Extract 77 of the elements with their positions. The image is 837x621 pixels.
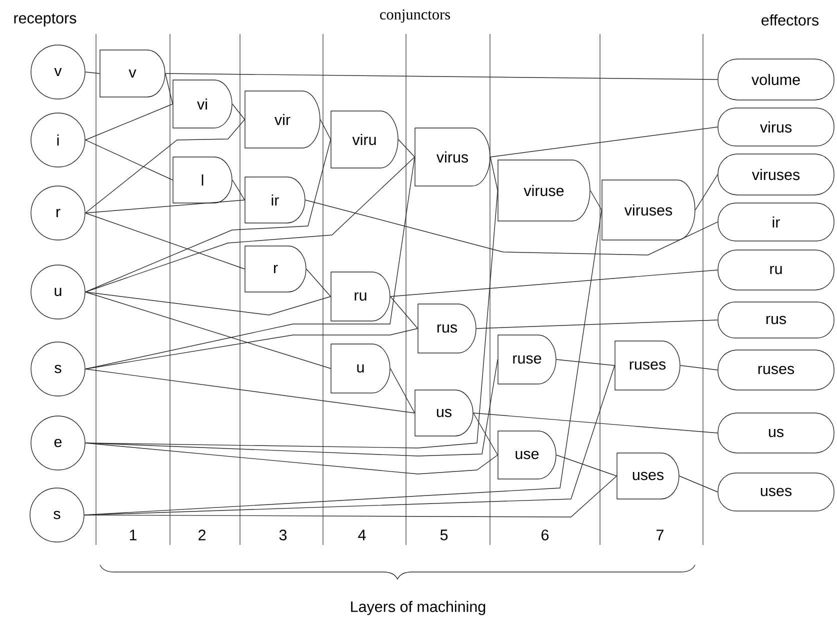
and-gate: ir	[244, 176, 306, 224]
layer-number: 2	[198, 530, 206, 540]
connector-line	[85, 328, 418, 370]
connector-line	[590, 190, 602, 210]
connector-line	[232, 180, 245, 200]
effector-box: ru	[718, 250, 834, 290]
and-gate: viru	[330, 110, 398, 168]
connector-line	[85, 119, 245, 214]
and-gate: ruses	[614, 340, 680, 390]
connector-line	[695, 174, 718, 210]
connector-line	[490, 126, 718, 158]
axis-title: Layers of machining	[351, 600, 486, 616]
layer-number: 1	[130, 530, 136, 540]
effector-box: ir	[718, 202, 834, 242]
effector-box: volume	[718, 58, 834, 100]
and-gate: viruses	[602, 180, 696, 240]
connector-line	[476, 320, 718, 329]
and-gate: v	[100, 50, 166, 98]
connector-line	[85, 368, 415, 414]
layer-number: 3	[279, 530, 287, 540]
connector-line	[390, 270, 718, 297]
heading: receptors	[14, 14, 76, 26]
connector-line	[490, 156, 498, 191]
effector-box: rus	[718, 302, 834, 338]
and-gate: virus	[414, 128, 490, 186]
and-gate: ruse	[498, 334, 556, 384]
connector-line	[85, 190, 498, 448]
and-gate: viruse	[498, 160, 590, 222]
connector-line	[390, 368, 415, 414]
connector-line	[679, 476, 718, 492]
connector-line	[85, 104, 173, 140]
connector-line	[165, 73, 718, 80]
connector-line	[85, 156, 415, 292]
layer-number: 7	[656, 530, 664, 540]
effector-box: us	[718, 412, 834, 454]
connector-line	[85, 72, 100, 74]
and-gate: r	[244, 246, 306, 292]
and-gate: rus	[418, 304, 476, 354]
connector-line	[306, 268, 331, 297]
layer-number: 5	[440, 530, 448, 540]
and-gate: use	[498, 430, 556, 480]
connector-line	[320, 119, 331, 140]
connector-line	[85, 292, 331, 369]
connector-line	[165, 73, 173, 104]
and-gate: vir	[244, 90, 320, 148]
connector-line	[85, 156, 415, 370]
and-gate: uses	[616, 452, 680, 500]
connector-line	[85, 359, 498, 456]
connector-line	[390, 296, 418, 329]
and-gate: vi	[172, 80, 232, 128]
effector-box: virus	[718, 108, 834, 146]
heading: conjunctors	[380, 9, 450, 23]
connector-line	[85, 139, 331, 292]
and-gate: ru	[330, 272, 390, 322]
connector-line	[85, 212, 245, 270]
connector-line	[85, 442, 498, 474]
connector-line	[398, 139, 415, 158]
connector-line	[556, 454, 617, 476]
connector-line	[84, 476, 617, 518]
effector-box: ruses	[718, 350, 834, 390]
effector-box: viruses	[718, 154, 834, 196]
and-gate: us	[414, 390, 474, 436]
heading: effectors	[762, 14, 819, 26]
connector-line	[473, 412, 718, 434]
connector-line	[556, 359, 615, 366]
and-gate: u	[330, 344, 390, 394]
connector-line	[305, 200, 718, 256]
connector-line	[85, 200, 245, 214]
connector-line	[473, 412, 498, 456]
connector-line	[680, 365, 718, 370]
connector-line	[232, 104, 245, 120]
connector-line	[85, 140, 173, 180]
connector-line	[85, 292, 331, 316]
and-gate: l	[172, 156, 232, 204]
layer-number: 4	[358, 530, 366, 540]
effector-box: uses	[718, 472, 834, 512]
layer-number: 6	[542, 530, 549, 540]
